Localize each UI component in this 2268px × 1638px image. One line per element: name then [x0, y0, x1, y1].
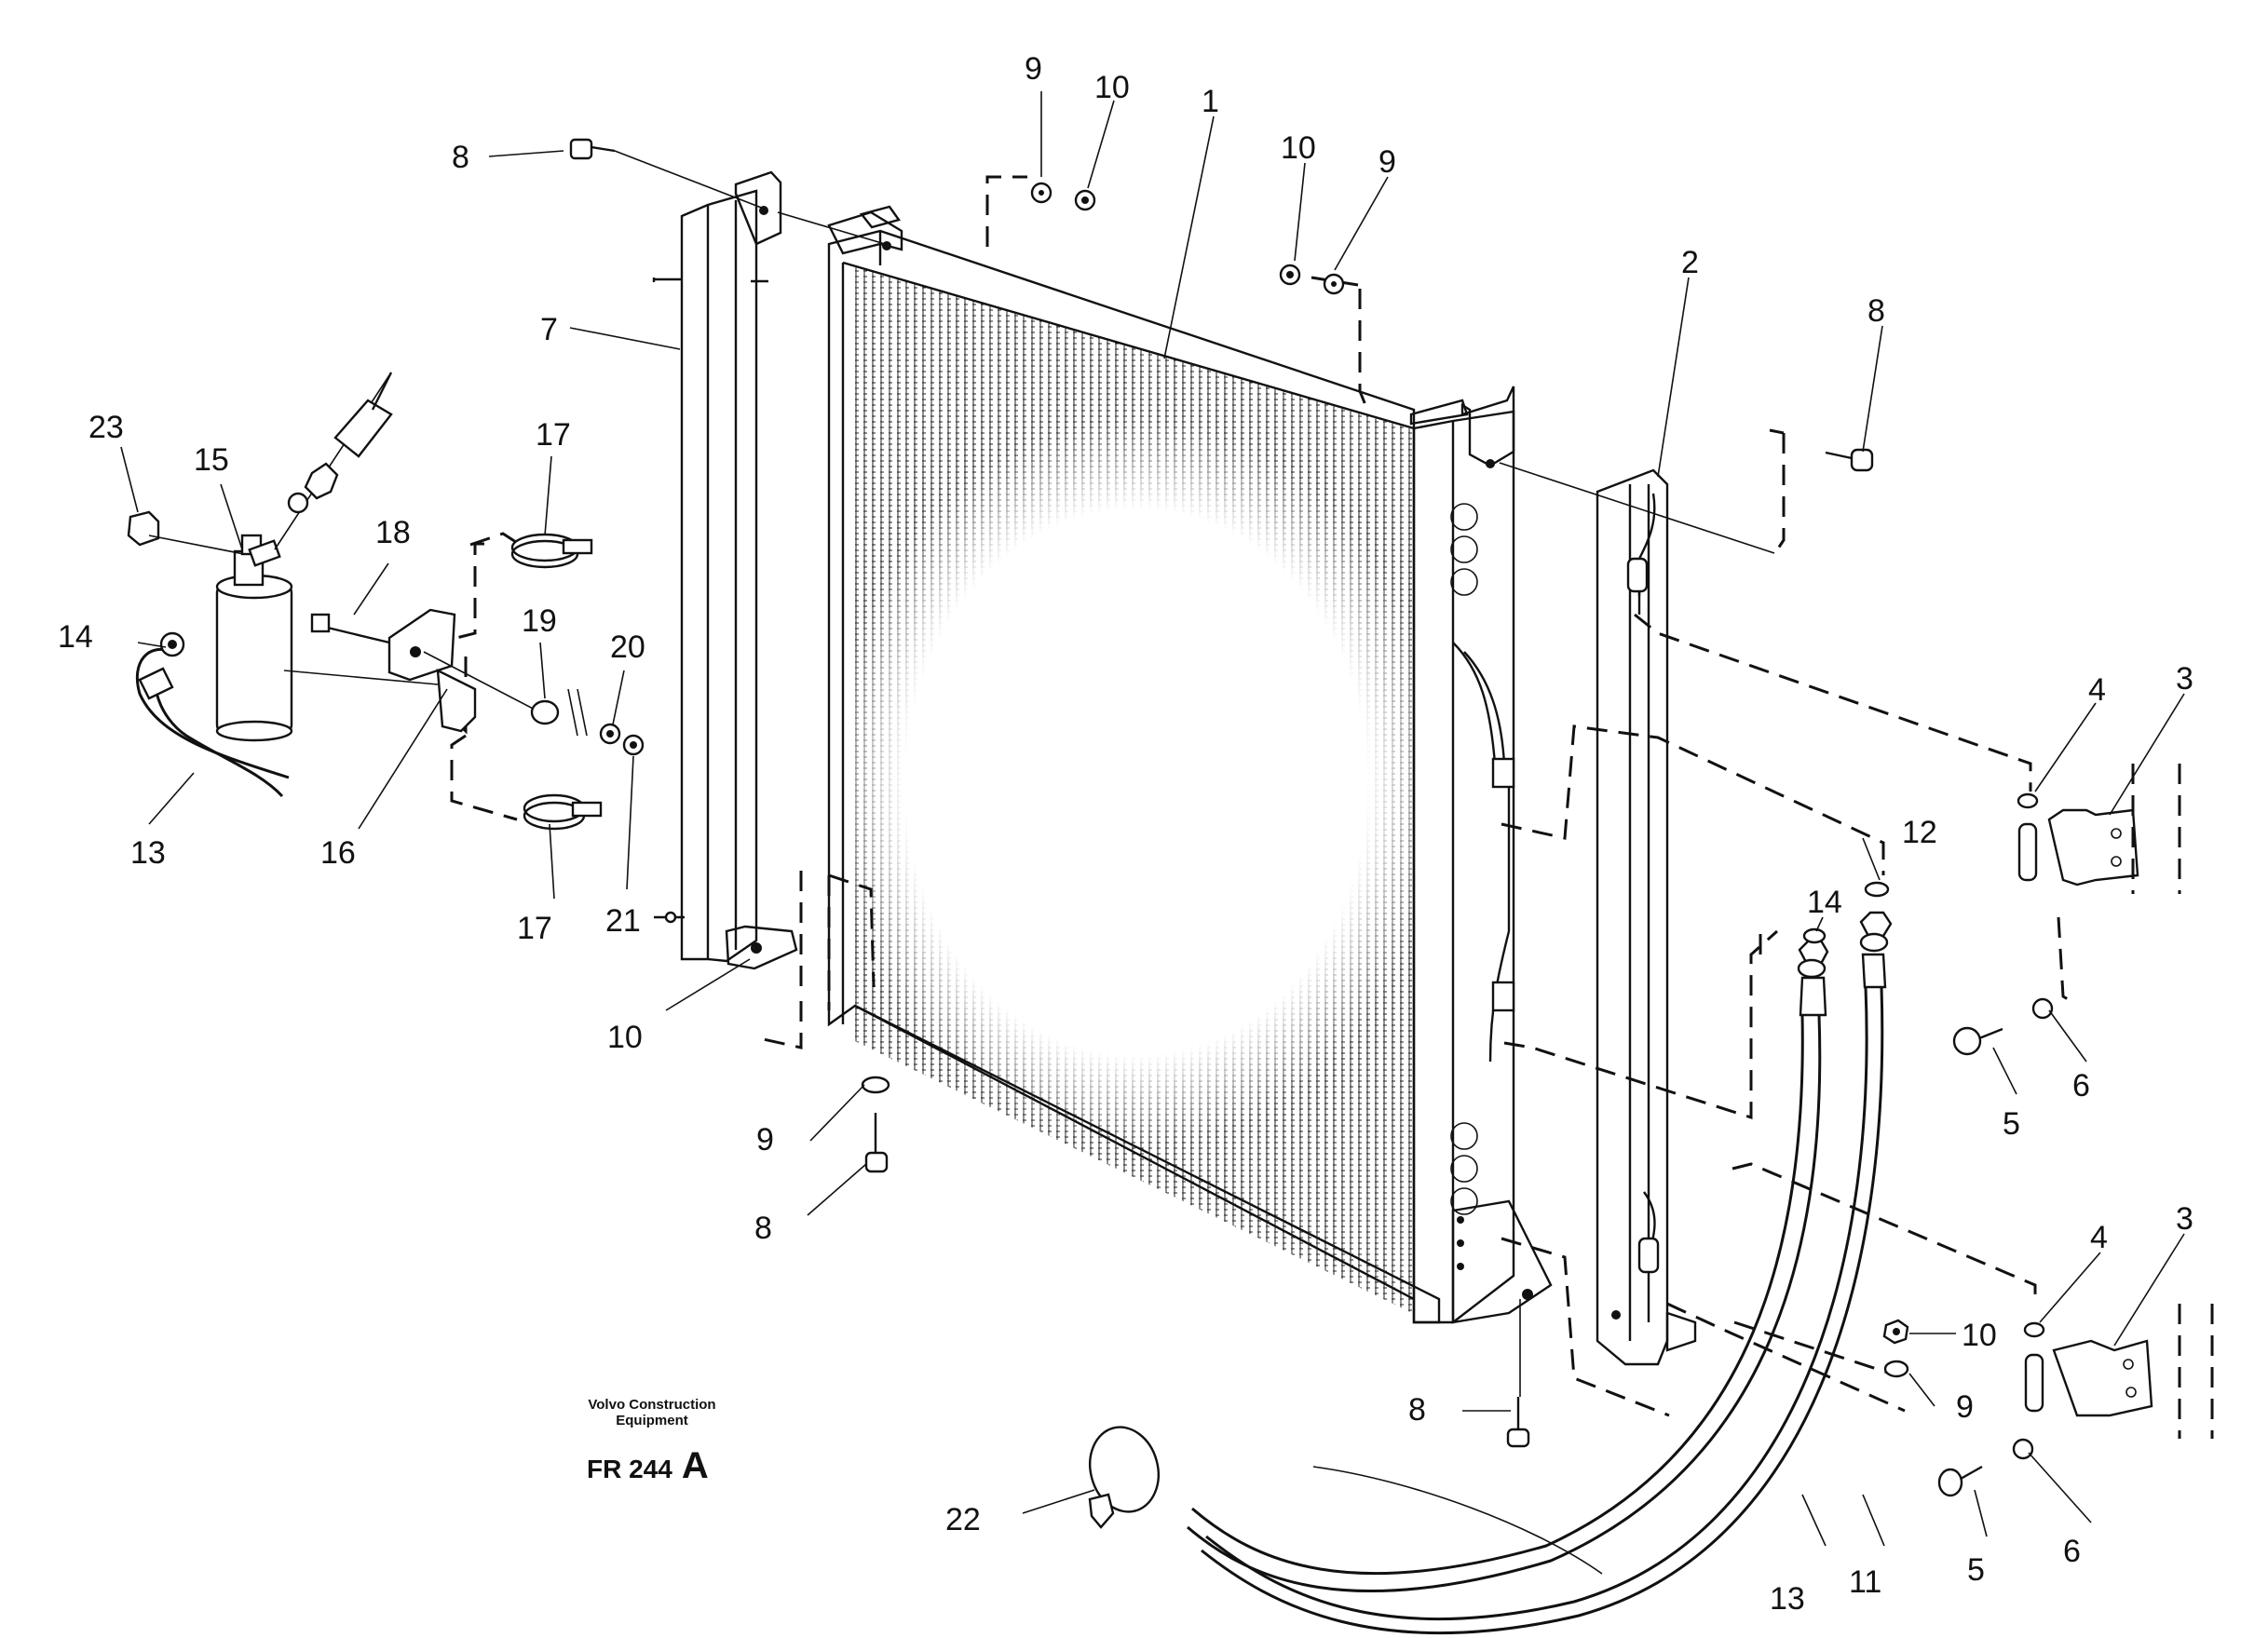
drawing-code: FR 244	[587, 1455, 672, 1483]
callout-19: 19	[522, 603, 557, 639]
callout-17: 17	[517, 911, 552, 946]
drawing-revision: A	[681, 1445, 709, 1486]
brand-subtitle: Equipment	[616, 1413, 688, 1428]
callout-6: 6	[2063, 1534, 2081, 1569]
hinge-bracket-lower	[2023, 1304, 2214, 1439]
callout-10: 10	[1281, 130, 1316, 166]
bolt-icon	[1499, 448, 1874, 554]
callout-21: 21	[605, 903, 641, 939]
callout-15: 15	[194, 442, 229, 478]
drawing-reference: FR 244 A	[587, 1445, 709, 1487]
manufacturer-branding: Volvo Construction Equipment	[559, 1397, 745, 1428]
callout-16: 16	[320, 835, 356, 871]
callout-4: 4	[2090, 1220, 2108, 1255]
callout-10: 10	[607, 1020, 643, 1055]
callout-11: 11	[1849, 1564, 1881, 1600]
callout-9: 9	[1956, 1389, 1974, 1425]
callout-17: 17	[536, 417, 571, 453]
hardware	[569, 138, 2214, 1497]
callout-3: 3	[2176, 661, 2193, 697]
leader-lines	[120, 91, 2185, 1547]
callout-13: 13	[130, 835, 166, 871]
callout-5: 5	[1967, 1552, 1985, 1588]
callout-9: 9	[1378, 144, 1396, 180]
callout-3: 3	[2176, 1201, 2193, 1237]
callout-8: 8	[452, 140, 469, 175]
hinge-bracket-upper	[2017, 764, 2181, 894]
callout-22: 22	[945, 1502, 981, 1537]
callout-8: 8	[754, 1211, 772, 1246]
callout-23: 23	[88, 410, 124, 445]
callout-8: 8	[1408, 1392, 1426, 1428]
callout-labels: 1 2 3 3 4 4 5 5 6 6 7 8 8 8 8 9 9 9 9 10…	[58, 51, 2193, 1617]
callout-2: 2	[1681, 245, 1699, 280]
receiver-drier-assembly	[127, 372, 439, 798]
callout-5: 5	[2003, 1106, 2020, 1142]
left-side-panel	[652, 170, 798, 970]
callout-12: 12	[1902, 815, 1937, 850]
callout-9: 9	[756, 1122, 774, 1157]
callout-10: 10	[1962, 1318, 1997, 1353]
condenser-core	[827, 205, 1553, 1324]
assembly-dashed-lines	[444, 175, 2069, 1417]
bolt-icon	[569, 138, 765, 210]
callout-4: 4	[2088, 672, 2106, 708]
callout-14: 14	[58, 619, 93, 655]
callout-1: 1	[1202, 84, 1219, 119]
hoses	[1088, 881, 1893, 1635]
callout-20: 20	[610, 629, 645, 665]
brand-name: Volvo Construction	[588, 1397, 716, 1413]
callout-18: 18	[375, 515, 411, 550]
callout-9: 9	[1025, 51, 1042, 87]
mounting-bracket	[310, 533, 645, 831]
callout-14: 14	[1807, 885, 1842, 920]
callout-13: 13	[1770, 1581, 1805, 1617]
callout-8: 8	[1867, 293, 1885, 329]
callout-10: 10	[1094, 70, 1130, 105]
callout-7: 7	[540, 312, 558, 347]
callout-6: 6	[2072, 1068, 2090, 1103]
right-side-panel	[1596, 468, 1697, 1366]
